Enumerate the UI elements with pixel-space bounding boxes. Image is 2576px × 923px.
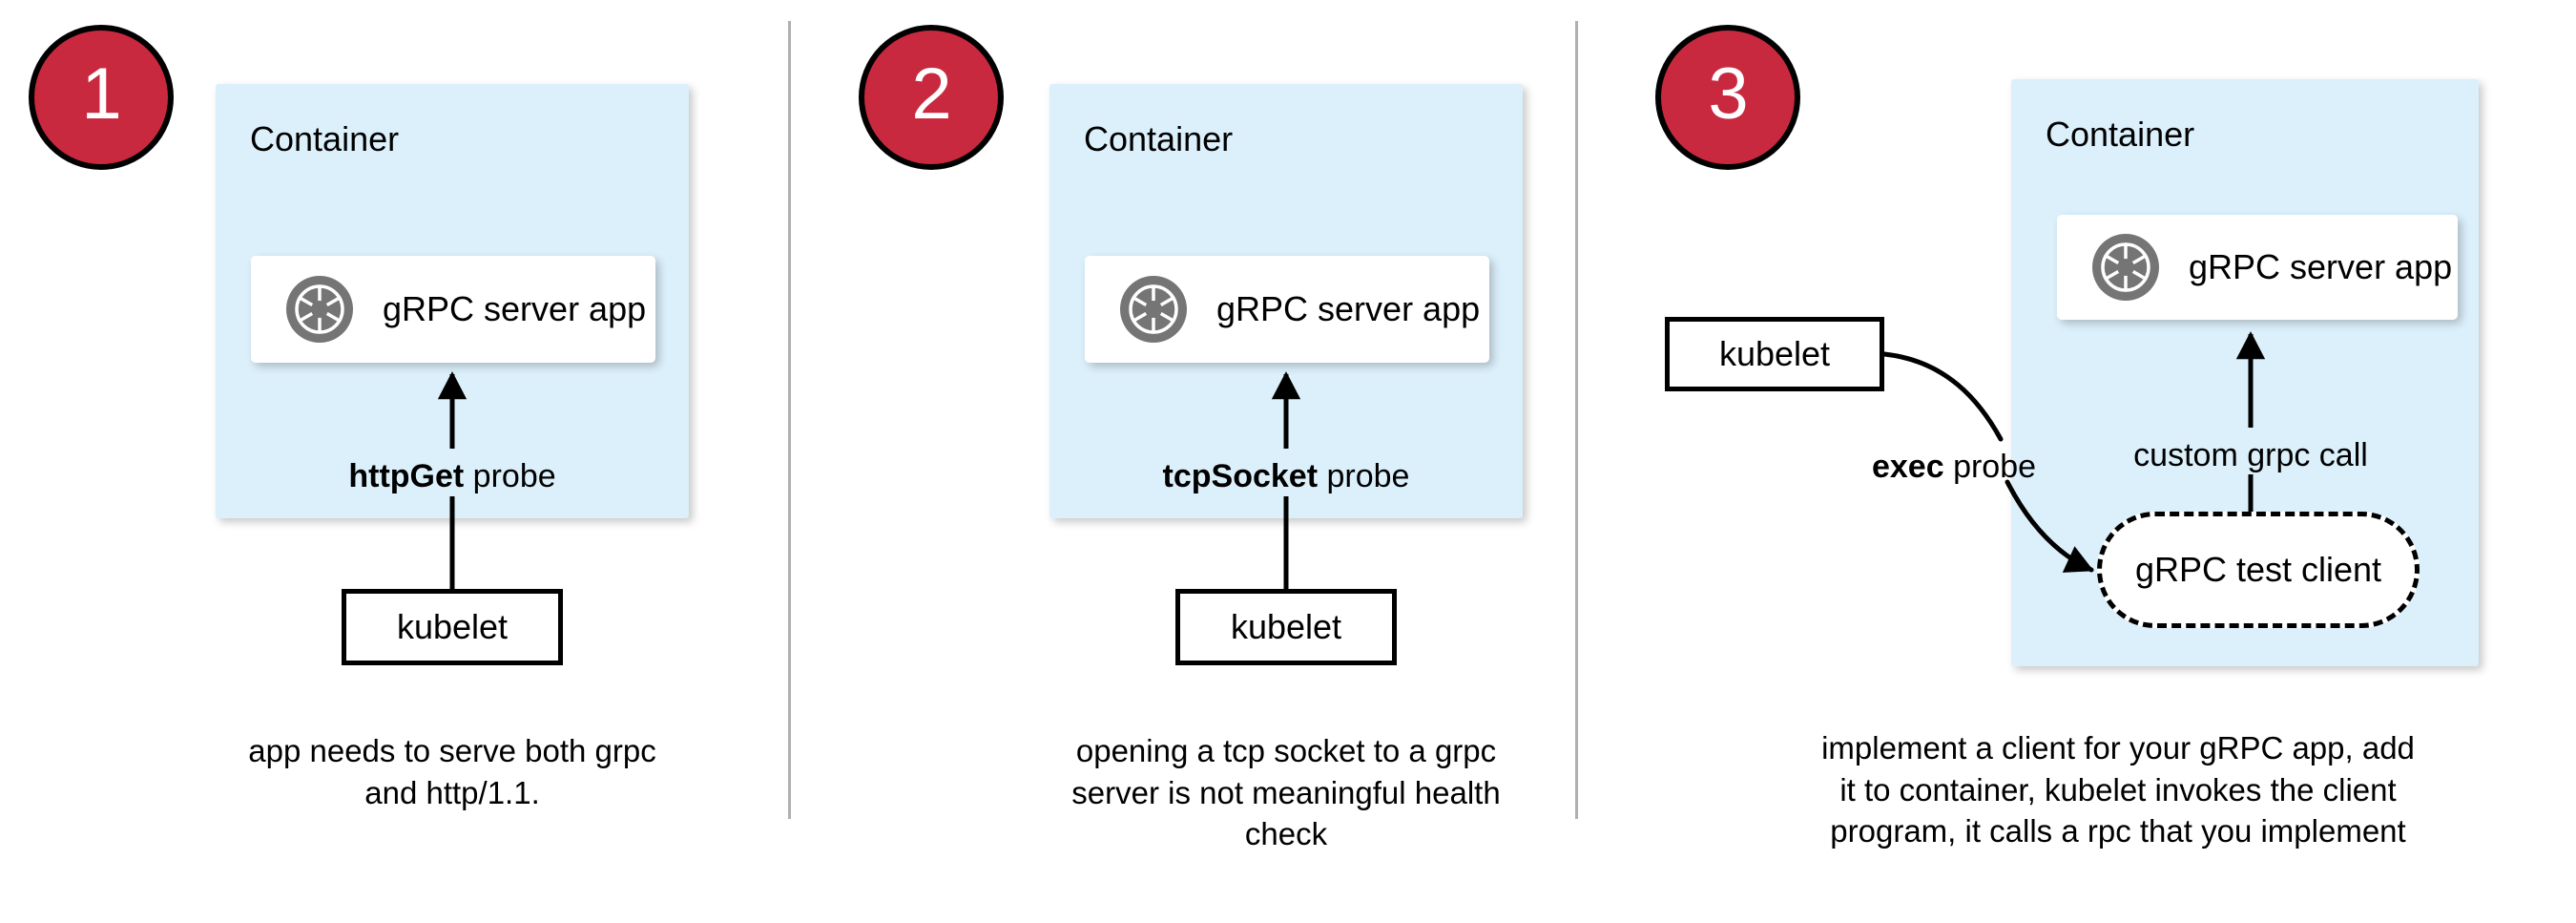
kubelet-box-2: kubelet	[1175, 589, 1397, 665]
kubelet-label-2: kubelet	[1230, 607, 1342, 646]
grpc-server-app-card-1: gRPC server app	[251, 256, 655, 363]
grpc-server-app-label-3: gRPC server app	[2189, 247, 2453, 286]
tcpsocket-probe-label-rest: probe	[1318, 458, 1410, 494]
kubelet-box-1: kubelet	[342, 589, 563, 665]
panel-divider-1	[788, 21, 791, 819]
kubelet-box-3: kubelet	[1665, 317, 1884, 391]
step-badge-2: 2	[859, 25, 1004, 170]
step-badge-3-number: 3	[1708, 53, 1748, 135]
kubelet-label-3: kubelet	[1718, 334, 1831, 373]
grpc-test-client-box: gRPC test client	[2097, 512, 2420, 628]
step-badge-3: 3	[1655, 25, 1800, 170]
httpget-probe-label-bold: httpGet	[348, 458, 465, 494]
grpc-logo-icon	[1120, 276, 1187, 343]
exec-probe-label-bold: exec	[1871, 449, 1944, 485]
exec-probe-label: exec probe	[1872, 451, 2036, 483]
grpc-server-app-card-3: gRPC server app	[2057, 215, 2458, 320]
tcpsocket-probe-label-bold: tcpSocket	[1162, 458, 1319, 494]
panel-caption-3: implement a client for your gRPC app, ad…	[1821, 730, 2415, 850]
tcpsocket-probe-label: tcpSocket probe	[1163, 460, 1410, 493]
custom-grpc-call-label: custom grpc call	[2133, 437, 2368, 473]
container-label-2: Container	[1084, 119, 1234, 158]
grpc-server-app-label-2: gRPC server app	[1216, 289, 1481, 328]
httpget-probe-label: httpGet probe	[348, 460, 555, 493]
exec-probe-label-rest: probe	[1943, 449, 2037, 485]
step-badge-1-number: 1	[81, 53, 121, 135]
panel-divider-2	[1575, 21, 1578, 819]
kubelet-label-1: kubelet	[396, 607, 509, 646]
grpc-logo-icon	[286, 276, 353, 343]
panel-caption-1: app needs to serve both grpc and http/1.…	[248, 733, 656, 810]
step-badge-1: 1	[29, 25, 174, 170]
grpc-test-client-label: gRPC test client	[2134, 550, 2382, 589]
grpc-server-app-label-1: gRPC server app	[383, 289, 647, 328]
panel-caption-2: opening a tcp socket to a grpc server is…	[1071, 733, 1501, 852]
httpget-probe-label-rest: probe	[464, 458, 556, 494]
grpc-logo-icon	[2092, 234, 2159, 301]
step-badge-2-number: 2	[911, 53, 951, 135]
container-label-3: Container	[2046, 115, 2195, 154]
container-label-1: Container	[250, 119, 400, 158]
grpc-server-app-card-2: gRPC server app	[1085, 256, 1489, 363]
